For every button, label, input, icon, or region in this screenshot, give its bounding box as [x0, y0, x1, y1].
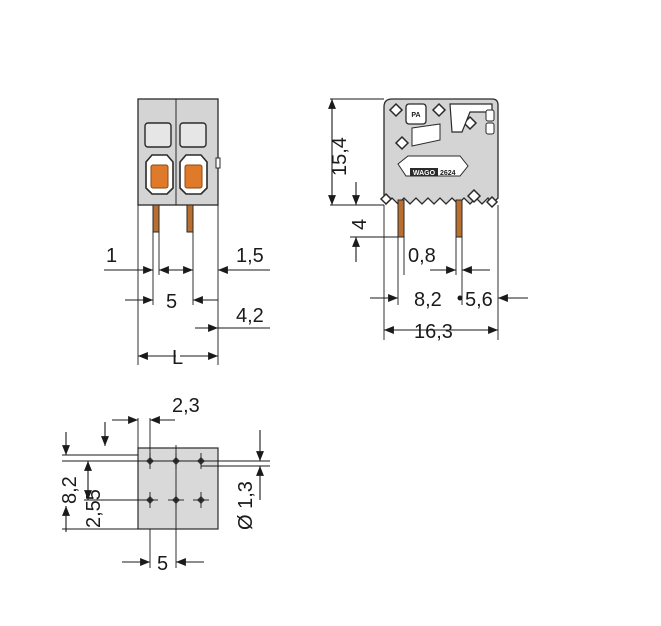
dim-label-height: 15,4: [329, 137, 351, 176]
dim-label-edge-gap: 1,5: [236, 245, 264, 267]
side-pin-2: [455, 199, 463, 238]
dim-point-marker: [457, 295, 463, 301]
front-view: 1 1,5 5 4,2 L: [104, 98, 270, 369]
solder-pin-1: [152, 204, 160, 233]
mark-diamond: [466, 188, 482, 204]
dim-label-footprint-height: 8,2: [59, 476, 81, 504]
dim-label-pin-thickness: 0,8: [408, 245, 436, 267]
pa-marking-text: PA: [411, 112, 420, 119]
dim-label-pin-offset-right: 5,6: [465, 289, 493, 311]
dim-label-row-spacing: 2,55: [83, 489, 105, 528]
dim-label-footprint-pitch: 5: [157, 553, 168, 575]
dim-label-footprint-top: 2,3: [172, 395, 200, 417]
mark-diamond: [485, 195, 499, 209]
footprint-view: 2,3 8,2 2,55 Ø 1,3 5: [59, 395, 270, 575]
orange-actuator-2: [184, 164, 203, 189]
dim-label-pin-length: 4: [349, 219, 371, 230]
side-notch: [485, 109, 495, 122]
dim-label-hole-diameter: Ø 1,3: [235, 481, 257, 530]
dim-label-depth: 16,3: [414, 321, 453, 343]
dim-label-pin-offset: 8,2: [414, 289, 442, 311]
part-code-text: 2624: [440, 170, 456, 177]
mark-diamond: [379, 192, 393, 206]
pa-marking-box: [405, 103, 427, 125]
side-pin-1: [397, 199, 405, 238]
mark-diamond: [388, 102, 404, 118]
orange-actuator-1: [150, 164, 169, 189]
side-notch: [485, 122, 495, 135]
wago-logo-plate: [410, 168, 438, 176]
dim-label-pin-width: 1: [106, 245, 117, 267]
mark-diamond: [394, 135, 410, 151]
release-button-2: [179, 122, 207, 148]
mark-diamond: [431, 102, 447, 118]
release-button-1: [144, 122, 172, 148]
dim-label-length: L: [172, 347, 183, 369]
solder-pin-2: [186, 204, 194, 233]
wire-channel: [411, 123, 441, 147]
actuator-slot: [449, 103, 493, 133]
dim-label-offset: 4,2: [236, 305, 264, 327]
latch-tab: [215, 157, 221, 169]
dim-label-pitch: 5: [166, 291, 177, 313]
side-view: PA WAGO 2624 15,4 4 0: [328, 98, 528, 343]
wago-logo-text: WAGO: [413, 170, 436, 177]
